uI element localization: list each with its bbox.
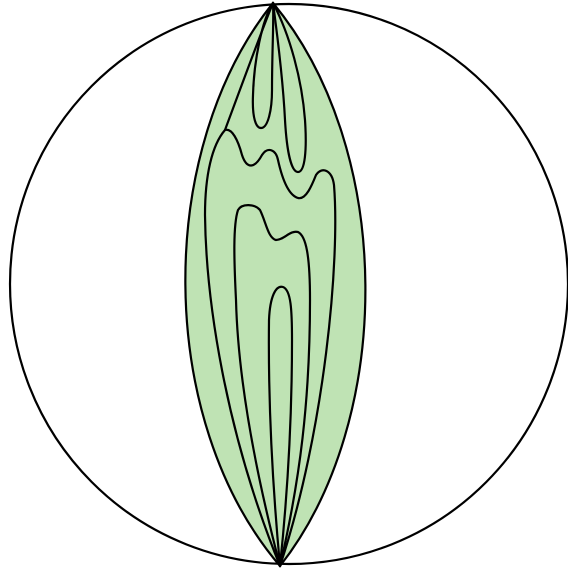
lens-shape bbox=[185, 3, 365, 566]
